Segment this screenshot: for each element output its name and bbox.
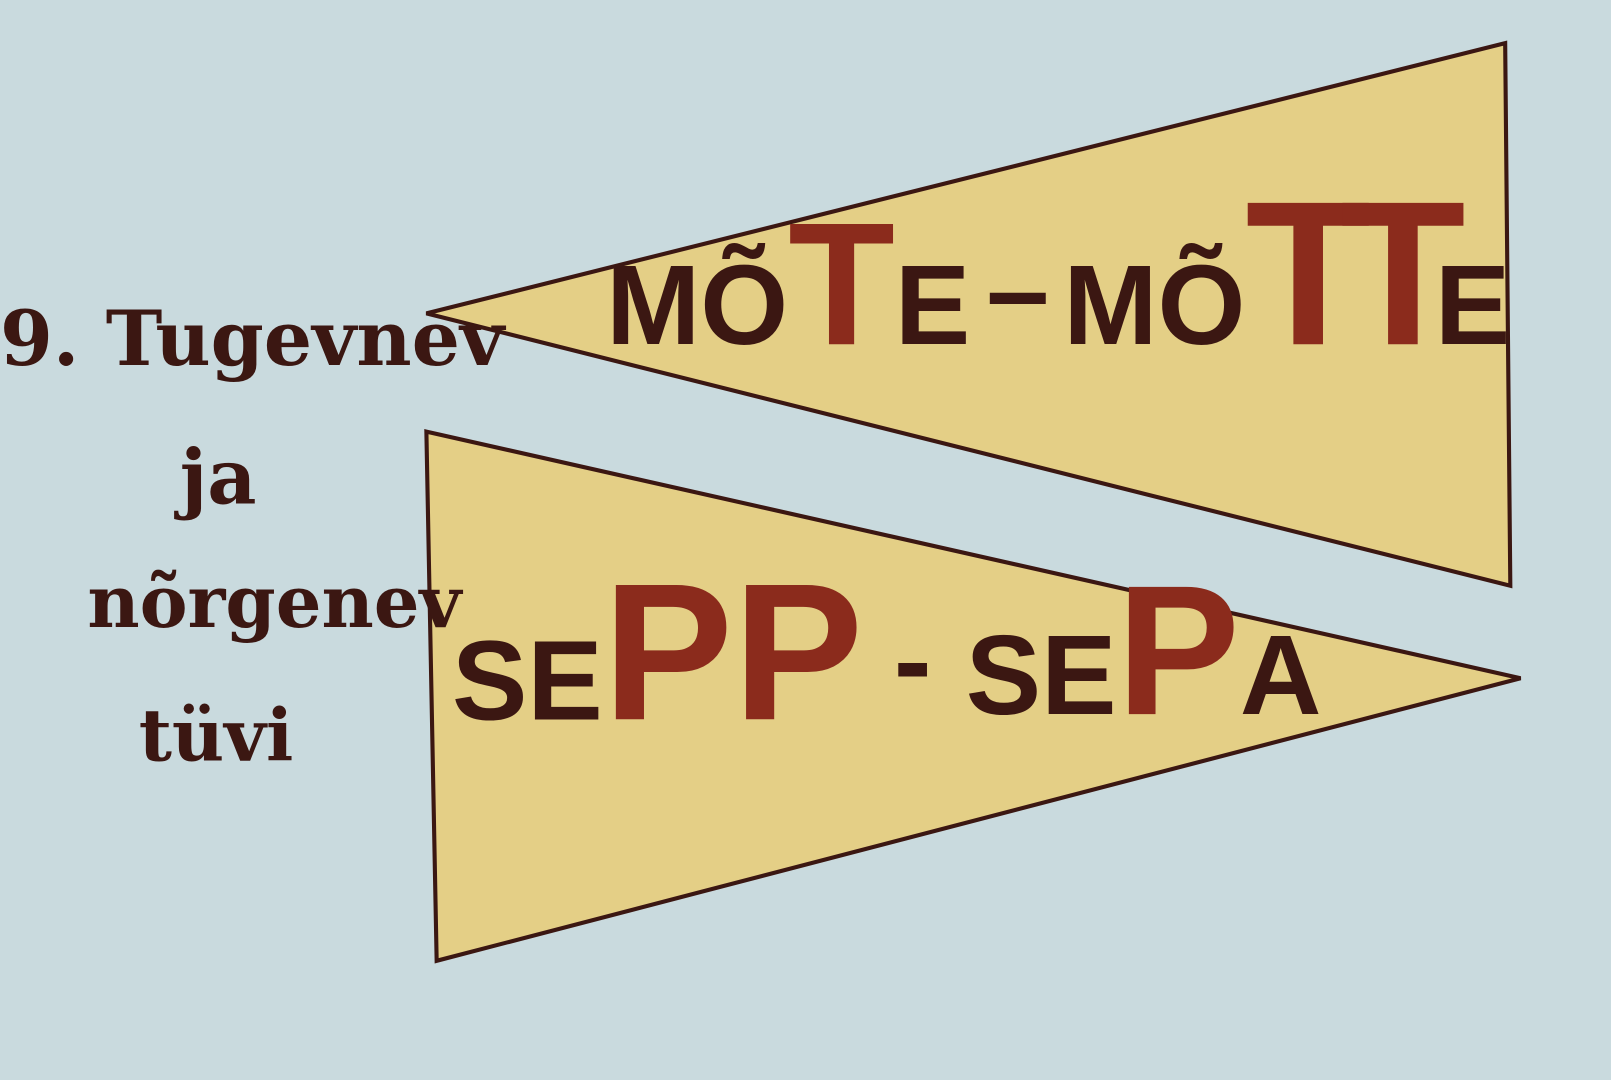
heading-line-3: nõrgenev: [87, 559, 463, 644]
word-sepp: SEPP: [452, 543, 863, 761]
word-sepa: SEPA: [966, 548, 1322, 754]
dash-bottom: -: [894, 597, 932, 723]
word-mote: MÕTE: [606, 187, 970, 382]
word-sepp-plain: SE: [452, 617, 603, 743]
word-motte-accent: TT: [1245, 158, 1464, 388]
heading-line-1: 9. Tugevnev: [0, 294, 507, 383]
heading-line-2: ja: [174, 433, 257, 522]
word-motte-tail: E: [1435, 242, 1510, 368]
word-sepa-tail: A: [1240, 612, 1322, 738]
word-sepp-accent: PP: [603, 543, 863, 761]
heading-line-4: tüvi: [139, 692, 294, 777]
pennant-bottom: [424, 429, 1522, 964]
word-mote-accent: T: [788, 187, 895, 382]
word-sepa-plain: SE: [966, 612, 1117, 738]
word-sepa-accent: P: [1117, 548, 1240, 754]
pennant-top: [425, 40, 1513, 589]
dash-top: –: [986, 227, 1049, 353]
word-motte-plain: MÕ: [1063, 242, 1245, 368]
word-mote-plain: MÕ: [606, 242, 788, 368]
word-mote-tail: E: [895, 242, 970, 368]
